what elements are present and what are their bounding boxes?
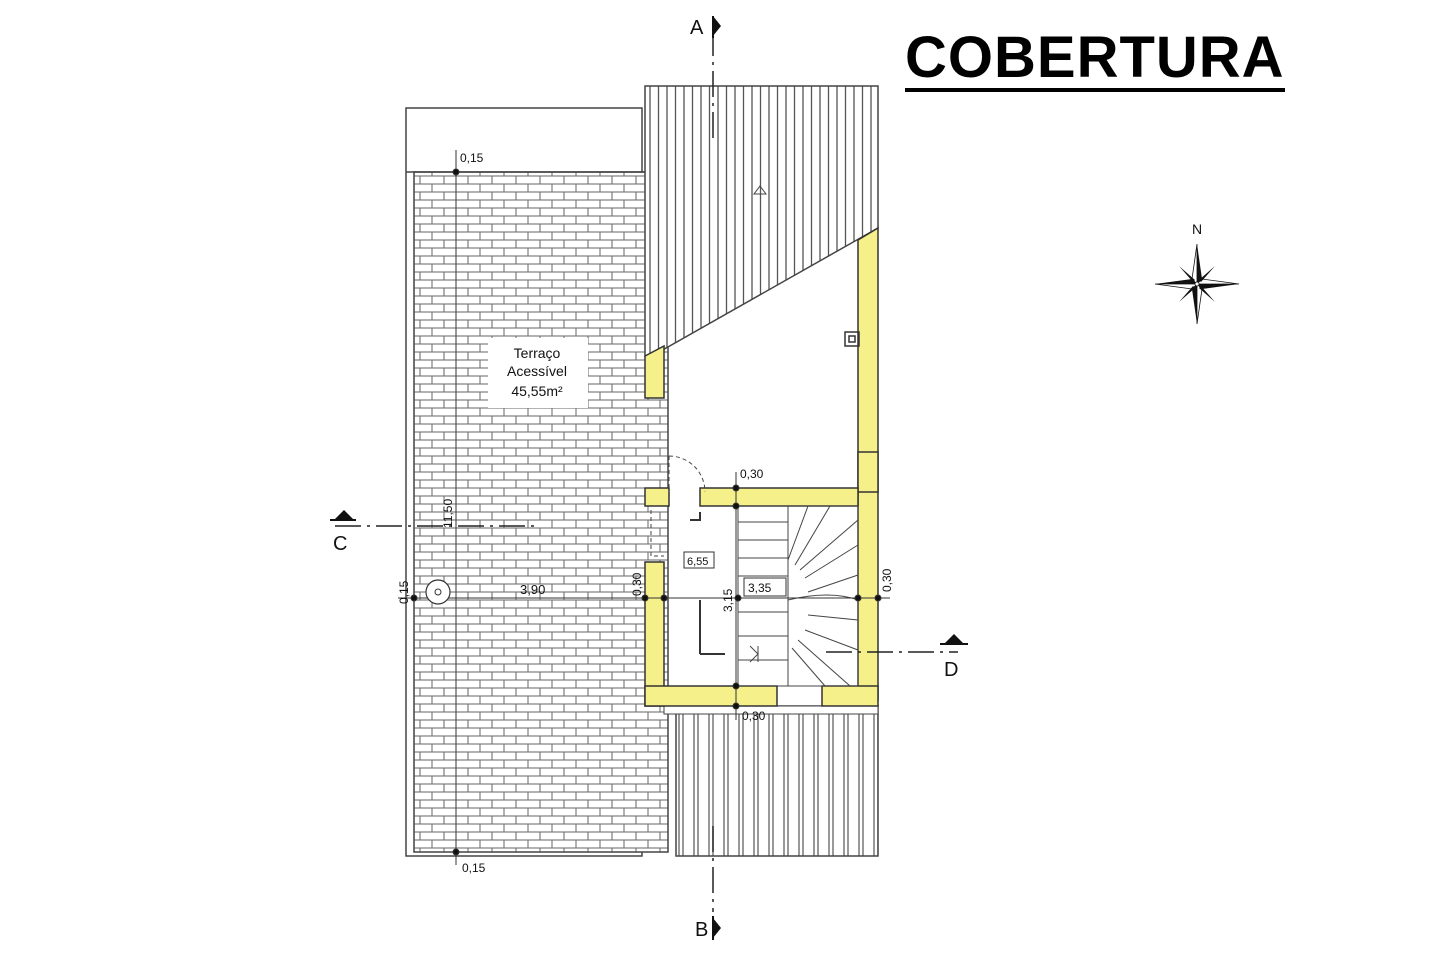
section-marker-c: C	[330, 510, 356, 555]
dim-bottom-015: 0,15	[462, 861, 486, 875]
section-marker-d: D	[940, 634, 968, 681]
dim-wall-030-left: 0,30	[630, 572, 644, 596]
north-arrow-icon	[1154, 243, 1240, 325]
dim-width-335-box: 3,35	[743, 577, 787, 597]
door-swing	[650, 455, 706, 557]
terrace-label-line1: Terraço	[514, 345, 561, 361]
dim-wall-030-top: 0,30	[740, 467, 764, 481]
terrace-area	[405, 107, 669, 857]
section-marker-b: B	[695, 916, 721, 941]
section-label-c: C	[333, 533, 347, 555]
terrace-label-line2: Acessível	[507, 363, 567, 379]
dimension-lines	[398, 150, 890, 865]
section-label-b: B	[695, 919, 708, 941]
area-655: 6,55	[687, 556, 708, 568]
inner-room	[690, 512, 725, 655]
chimney	[844, 331, 860, 347]
upper-roof	[644, 85, 879, 357]
plan-title: COBERTURA	[905, 25, 1285, 92]
dim-top-015: 0,15	[460, 151, 484, 165]
north-label: N	[1192, 221, 1202, 237]
dim-wall-030-right: 0,30	[880, 568, 894, 592]
terrace-area-label: 45,55m²	[511, 383, 563, 399]
dim-left-015: 0,15	[397, 580, 411, 604]
lower-roof	[663, 705, 879, 857]
section-marker-a: A	[690, 16, 721, 39]
dim-wall-030-bottom: 0,30	[742, 709, 766, 723]
drain-icon	[425, 579, 451, 605]
section-label-d: D	[944, 659, 958, 681]
dim-vertical-1150: 11,50	[441, 499, 455, 528]
dim-height-315: 3,15	[721, 588, 735, 612]
area-655-box: 6,55	[683, 551, 715, 569]
dim-width-390: 3,90	[520, 582, 545, 597]
section-label-a: A	[690, 17, 704, 39]
dim-width-335: 3,35	[748, 581, 772, 595]
